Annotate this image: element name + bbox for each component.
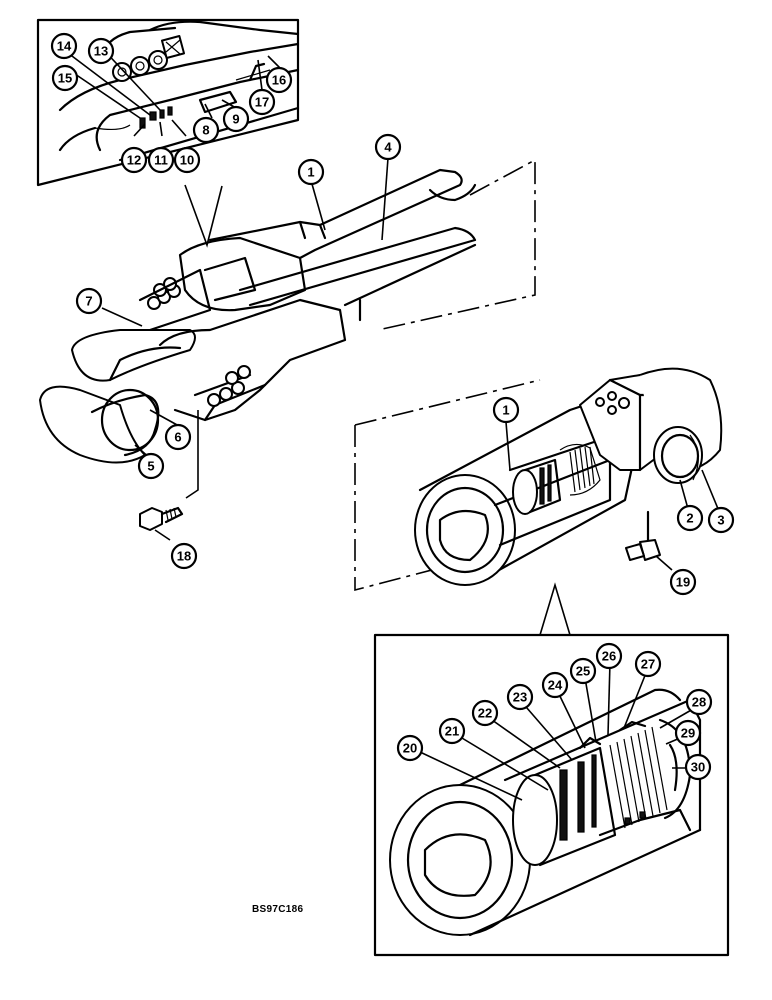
svg-text:14: 14 <box>57 39 72 54</box>
svg-text:13: 13 <box>94 44 108 59</box>
bolt-18 <box>139 410 199 541</box>
svg-text:20: 20 <box>403 741 417 756</box>
svg-text:17: 17 <box>255 95 269 110</box>
callout-29: 29 <box>674 719 702 747</box>
callout-27: 27 <box>634 650 662 678</box>
svg-text:18: 18 <box>177 549 191 564</box>
piston-detail-inset <box>373 633 730 957</box>
callout-1-lower: 1 <box>492 396 520 424</box>
svg-text:6: 6 <box>174 430 181 445</box>
svg-text:5: 5 <box>147 459 154 474</box>
callout-4: 4 <box>374 133 402 161</box>
rod-end-assembly <box>39 168 477 464</box>
callout-16: 16 <box>265 66 293 94</box>
callout-21: 21 <box>438 717 466 745</box>
svg-text:15: 15 <box>58 71 72 86</box>
callout-28: 28 <box>685 688 713 716</box>
piston-threads <box>569 446 595 493</box>
callout-8: 8 <box>192 116 220 144</box>
callout-7: 7 <box>75 287 103 315</box>
svg-text:16: 16 <box>272 73 286 88</box>
callout-10: 10 <box>173 146 201 174</box>
callout-20: 20 <box>396 734 424 762</box>
svg-text:4: 4 <box>384 140 392 155</box>
callout-18: 18 <box>170 542 198 570</box>
rod-end-detail-inset <box>36 18 300 187</box>
callout-22: 22 <box>471 699 499 727</box>
svg-text:23: 23 <box>513 690 527 705</box>
svg-text:21: 21 <box>445 724 459 739</box>
assembly-centerline-mid <box>354 379 541 426</box>
svg-text:3: 3 <box>717 513 724 528</box>
callout-6: 6 <box>164 423 192 451</box>
svg-text:22: 22 <box>478 706 492 721</box>
callout-12: 12 <box>120 146 148 174</box>
callout-1-upper: 1 <box>297 158 325 186</box>
svg-text:7: 7 <box>85 294 92 309</box>
piston-thread-detail <box>609 726 668 829</box>
callout-15: 15 <box>51 64 79 92</box>
callout-25: 25 <box>569 657 597 685</box>
svg-text:11: 11 <box>154 153 168 168</box>
rod-gland-bolts-lower <box>207 365 251 407</box>
callout-9: 9 <box>222 105 250 133</box>
svg-text:27: 27 <box>641 657 655 672</box>
figure-id-label: BS97C186 <box>252 904 304 915</box>
callout-23: 23 <box>506 683 534 711</box>
callout-14: 14 <box>50 32 78 60</box>
svg-text:28: 28 <box>692 695 706 710</box>
callout-19: 19 <box>669 568 697 596</box>
svg-text:30: 30 <box>691 760 705 775</box>
grease-fitting-19 <box>625 510 673 571</box>
svg-text:9: 9 <box>232 112 239 127</box>
svg-text:1: 1 <box>307 165 314 180</box>
callout-3: 3 <box>707 506 735 534</box>
inset-leader-lower <box>539 582 571 636</box>
svg-text:2: 2 <box>686 511 693 526</box>
callout-2: 2 <box>676 504 704 532</box>
callout-11: 11 <box>147 146 175 174</box>
callout-30: 30 <box>684 753 712 781</box>
barrel-assembly <box>414 367 723 586</box>
inset-leader <box>184 184 223 248</box>
callout-24: 24 <box>541 671 569 699</box>
svg-text:1: 1 <box>502 403 509 418</box>
svg-text:12: 12 <box>127 153 141 168</box>
svg-text:24: 24 <box>548 678 563 693</box>
svg-text:26: 26 <box>602 649 616 664</box>
callout-5: 5 <box>137 452 165 480</box>
svg-text:10: 10 <box>180 153 194 168</box>
callout-17: 17 <box>248 88 276 116</box>
callout-26: 26 <box>595 642 623 670</box>
svg-text:8: 8 <box>202 123 209 138</box>
callout-13: 13 <box>87 37 115 65</box>
svg-text:29: 29 <box>681 726 695 741</box>
svg-text:25: 25 <box>576 664 590 679</box>
svg-text:19: 19 <box>676 575 690 590</box>
